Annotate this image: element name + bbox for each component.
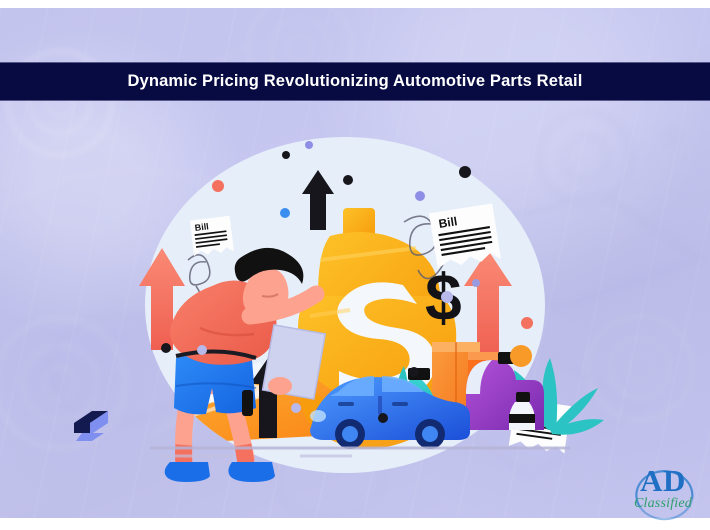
bill-receipt-top: Bill [428, 203, 501, 269]
hero-illustration: $ Bill [139, 137, 604, 482]
parallelogram-brand-mark [74, 411, 108, 441]
ground-line [150, 446, 570, 458]
bill-label-top: Bill [438, 214, 459, 231]
blue-sedan-car [310, 376, 470, 449]
bill-label-left: Bill [194, 221, 209, 233]
ad-classified-logo[interactable]: AD Classified [626, 461, 706, 527]
logo-initials: AD [640, 463, 686, 498]
banner-title-bar: Dynamic Pricing Revolutionizing Automoti… [0, 63, 710, 100]
bill-receipt-left: Bill [189, 215, 234, 257]
arrow-up-coral-right [464, 250, 512, 360]
logo-tagline: Classified [633, 496, 692, 511]
small-white-bottle [509, 392, 535, 430]
page-title: Dynamic Pricing Revolutionizing Automoti… [127, 72, 583, 90]
arrow-up-black-top [302, 170, 334, 230]
confetti-dots [161, 141, 533, 423]
arrow-up-coral-left [139, 248, 185, 350]
bottom-white-margin [0, 518, 710, 530]
top-white-margin [0, 0, 710, 8]
logo-ring-icon [635, 470, 694, 521]
